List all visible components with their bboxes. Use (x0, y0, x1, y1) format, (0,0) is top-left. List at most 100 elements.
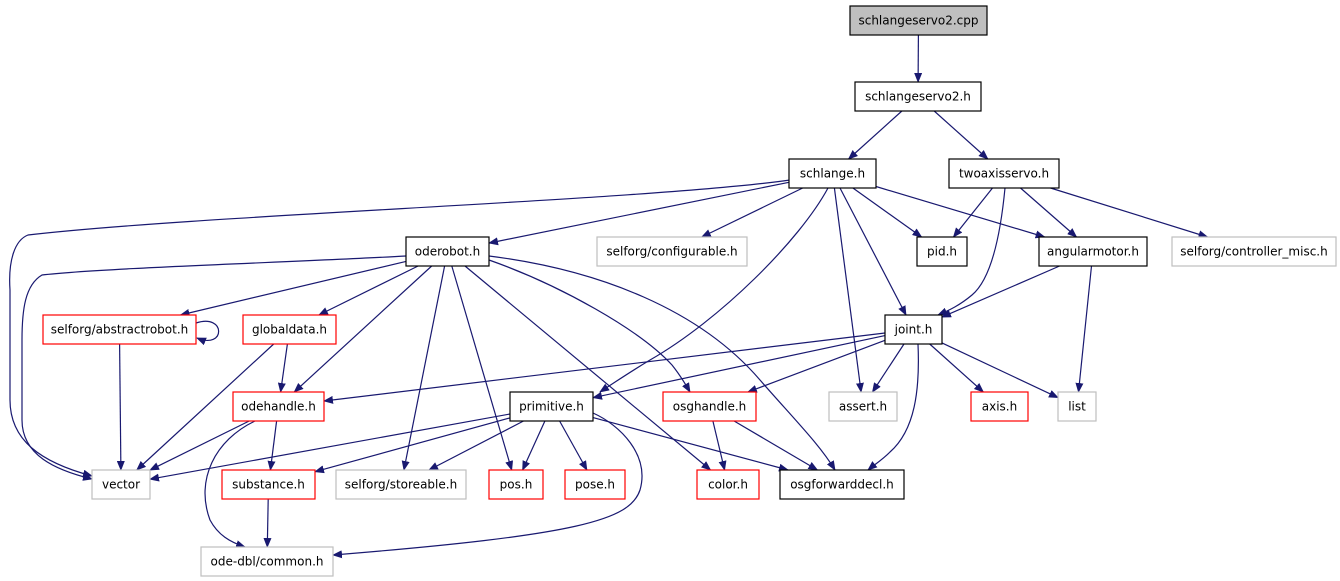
node-box[interactable] (42, 314, 197, 345)
edge-joint_h-to-primitive_h (592, 335, 886, 400)
node-box[interactable] (1038, 236, 1148, 267)
node-list[interactable]: list (1057, 391, 1097, 422)
edge-line (401, 265, 446, 471)
node-box[interactable] (788, 158, 877, 189)
edge-line (136, 343, 275, 471)
edge-schlange_h-to-vector (9, 179, 791, 478)
node-osgforwarddecl_h[interactable]: osgforwarddecl.h (779, 469, 905, 500)
node-pose_h[interactable]: pose.h (564, 469, 626, 500)
node-substance_h[interactable]: substance.h (221, 469, 316, 500)
edge-line (204, 420, 256, 548)
node-common_h[interactable]: ode-dbl/common.h (200, 546, 334, 577)
node-box[interactable] (221, 469, 316, 500)
node-angularmotor_h[interactable]: angularmotor.h (1038, 236, 1148, 267)
edge-twoaxisservo_h-to-controller_misc_h (1050, 187, 1209, 239)
edge-odehandle_h-to-vector (149, 420, 250, 471)
node-color_h[interactable]: color.h (696, 469, 760, 500)
node-box[interactable] (488, 469, 544, 500)
node-twoaxisservo_h[interactable]: twoaxisservo.h (948, 158, 1060, 189)
edge-oderobot_h-to-color_h (464, 265, 712, 471)
edge-primitive_h-to-storeable_h (428, 420, 524, 471)
edge-line (839, 187, 907, 316)
node-schlangeservo2_cpp[interactable]: schlangeservo2.cpp (849, 5, 988, 36)
node-label: vector (102, 478, 140, 492)
edge-oderobot_h-to-osghandle_h (488, 259, 691, 393)
node-box[interactable] (854, 81, 982, 112)
edge-osghandle_h-to-osgforwarddecl_h (733, 420, 819, 471)
node-vector[interactable]: vector (91, 469, 151, 500)
node-oderobot_h[interactable]: oderobot.h (405, 236, 490, 267)
edge-schlange_h-to-oderobot_h (488, 181, 790, 246)
edge-line (933, 110, 989, 160)
edge-primitive_h-to-pos_h (522, 420, 546, 471)
node-box[interactable] (696, 469, 760, 500)
edge-twoaxisservo_h-to-pid_h (952, 187, 993, 238)
node-box[interactable] (335, 469, 467, 500)
node-controller_misc_h[interactable]: selforg/controller_misc.h (1171, 236, 1337, 267)
node-label: odehandle.h (241, 400, 316, 414)
node-odehandle_h[interactable]: odehandle.h (232, 391, 325, 422)
edge-globaldata_h-to-vector (136, 343, 275, 471)
edge-line (952, 187, 993, 238)
node-box[interactable] (509, 391, 594, 422)
edge-joint_h-to-axis_h (929, 343, 985, 393)
node-label: axis.h (982, 400, 1017, 414)
node-globaldata_h[interactable]: globaldata.h (242, 314, 337, 345)
edge-angularmotor_h-to-joint_h (941, 265, 1060, 318)
edge-line (1050, 187, 1209, 239)
edge-line (700, 187, 803, 238)
edge-line (875, 185, 1046, 239)
edge-oderobot_h-to-odehandle_h (293, 265, 433, 393)
edge-joint_h-to-osghandle_h (746, 339, 886, 393)
node-box[interactable] (916, 236, 968, 267)
node-label: substance.h (232, 478, 305, 492)
node-box[interactable] (564, 469, 626, 500)
node-box[interactable] (200, 546, 334, 577)
node-label: list (1068, 400, 1086, 414)
edge-globaldata_h-to-odehandle_h (277, 343, 288, 393)
edge-odehandle_h-to-common_h (204, 420, 256, 548)
node-box[interactable] (91, 469, 151, 500)
node-box[interactable] (662, 391, 757, 422)
node-box[interactable] (1171, 236, 1337, 267)
node-box[interactable] (232, 391, 325, 422)
node-label: angularmotor.h (1047, 245, 1139, 259)
edge-line (852, 187, 923, 238)
node-box[interactable] (948, 158, 1060, 189)
node-primitive_h[interactable]: primitive.h (509, 391, 594, 422)
node-configurable_h[interactable]: selforg/configurable.h (596, 236, 748, 267)
node-schlangeservo2_h[interactable]: schlangeservo2.h (854, 81, 982, 112)
node-osghandle_h[interactable]: osghandle.h (662, 391, 757, 422)
node-box[interactable] (849, 5, 988, 36)
node-box[interactable] (884, 314, 943, 345)
node-pid_h[interactable]: pid.h (916, 236, 968, 267)
node-schlange_h[interactable]: schlange.h (788, 158, 877, 189)
node-box[interactable] (779, 469, 905, 500)
node-pos_h[interactable]: pos.h (488, 469, 544, 500)
node-box[interactable] (596, 236, 748, 267)
edge-line (833, 187, 864, 393)
edge-line (21, 255, 407, 481)
edge-schlange_h-to-configurable_h (700, 187, 803, 238)
node-joint_h[interactable]: joint.h (884, 314, 943, 345)
node-label: twoaxisservo.h (959, 167, 1049, 181)
node-assert_h[interactable]: assert.h (828, 391, 898, 422)
edge-line (149, 420, 250, 471)
edge-primitive_h-to-vector (149, 413, 511, 482)
edge-schlangeservo2_h-to-twoaxisservo_h (933, 110, 989, 160)
node-box[interactable] (242, 314, 337, 345)
node-box[interactable] (970, 391, 1029, 422)
node-box[interactable] (405, 236, 490, 267)
edge-line (488, 255, 836, 471)
edge-line (941, 265, 1060, 318)
node-box[interactable] (1057, 391, 1097, 422)
edge-oderobot_h-to-pos_h (451, 265, 514, 471)
edge-line (332, 412, 643, 559)
node-axis_h[interactable]: axis.h (970, 391, 1029, 422)
edge-osghandle_h-to-color_h (712, 420, 727, 471)
node-storeable_h[interactable]: selforg/storeable.h (335, 469, 467, 500)
edge-primitive_h-to-osgforwarddecl_h (592, 417, 789, 472)
node-abstractrobot_h[interactable]: selforg/abstractrobot.h (42, 314, 197, 345)
node-box[interactable] (828, 391, 898, 422)
